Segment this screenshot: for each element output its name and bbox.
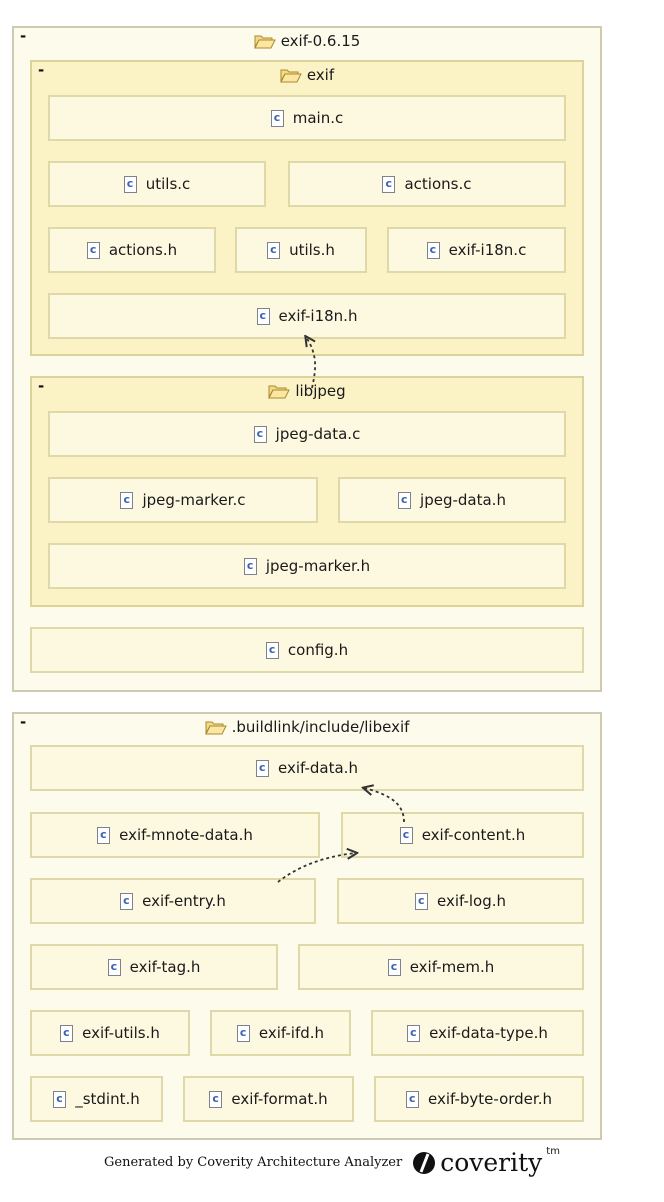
file-label: exif-i18n.c: [448, 241, 527, 259]
collapse-toggle-exif[interactable]: -: [38, 61, 45, 79]
c-source-file-icon: [407, 1024, 421, 1042]
file-label: main.c: [292, 109, 344, 127]
c-source-file-icon: [387, 958, 401, 976]
package-title-buildlink: .buildlink/include/libexif: [14, 718, 600, 736]
c-source-file-icon: [406, 1090, 419, 1108]
file-exif-tag-h[interactable]: exif-tag.h: [30, 944, 278, 990]
package-label: exif: [306, 66, 335, 84]
trademark: tm: [546, 1146, 560, 1157]
generated-by-text: Generated by Coverity Architecture Analy…: [104, 1155, 403, 1170]
file-exif-entry-h[interactable]: exif-entry.h: [30, 878, 316, 924]
open-folder-icon: [268, 385, 291, 399]
collapse-toggle-libjpeg[interactable]: -: [38, 377, 45, 395]
file-label: exif-data-type.h: [429, 1024, 548, 1042]
package-title-exif-0.6.15: exif-0.6.15: [14, 32, 600, 50]
file-exif-content-h[interactable]: exif-content.h: [341, 812, 584, 858]
c-source-file-icon: [399, 826, 413, 844]
file-label: actions.h: [108, 241, 178, 259]
file-exif-mem-h[interactable]: exif-mem.h: [298, 944, 584, 990]
file-label: jpeg-data.h: [420, 491, 506, 509]
file-label: exif-entry.h: [142, 892, 226, 910]
brand-name: coverity: [440, 1148, 543, 1177]
file-exif-byte-order-h[interactable]: exif-byte-order.h: [374, 1076, 584, 1122]
open-folder-icon: [280, 69, 302, 83]
file-label: exif-byte-order.h: [428, 1090, 552, 1108]
file-label: exif-data.h: [278, 759, 358, 777]
file-jpeg-data-h[interactable]: jpeg-data.h: [338, 477, 566, 523]
collapse-toggle-buildlink[interactable]: -: [20, 713, 27, 731]
file-exif-data-h[interactable]: exif-data.h: [30, 745, 584, 791]
package-title-libjpeg: libjpeg: [32, 382, 582, 400]
file-label: exif-i18n.h: [278, 307, 358, 325]
file-actions-h[interactable]: actions.h: [48, 227, 216, 273]
file-jpeg-marker-h[interactable]: jpeg-marker.h: [48, 543, 566, 589]
file-utils-h[interactable]: utils.h: [235, 227, 367, 273]
c-source-file-icon: [270, 109, 284, 127]
c-source-file-icon: [107, 958, 121, 976]
package-label: .buildlink/include/libexif: [231, 718, 410, 736]
package-label: exif-0.6.15: [280, 32, 361, 50]
file-exif-log-h[interactable]: exif-log.h: [337, 878, 584, 924]
open-folder-icon: [253, 35, 276, 49]
file-label: exif-tag.h: [129, 958, 201, 976]
footer: Generated by Coverity Architecture Analy…: [0, 1146, 664, 1177]
c-source-file-icon: [53, 1090, 67, 1108]
file-jpeg-data-c[interactable]: jpeg-data.c: [48, 411, 566, 457]
file-label: utils.h: [289, 241, 335, 259]
file-utils-c[interactable]: utils.c: [48, 161, 266, 207]
c-source-file-icon: [265, 641, 279, 659]
open-folder-icon: [204, 721, 227, 735]
c-source-file-icon: [243, 557, 257, 575]
coverity-brand: coverity tm: [412, 1146, 560, 1177]
file-main-c[interactable]: main.c: [48, 95, 566, 141]
file-exif-format-h[interactable]: exif-format.h: [183, 1076, 354, 1122]
c-source-file-icon: [97, 826, 111, 844]
file-label: _stdint.h: [75, 1090, 140, 1108]
file-label: jpeg-marker.c: [142, 491, 246, 509]
file-exif-i18n-c[interactable]: exif-i18n.c: [387, 227, 566, 273]
file-label: exif-ifd.h: [258, 1024, 325, 1042]
file-label: exif-format.h: [231, 1090, 328, 1108]
file-label: actions.c: [404, 175, 472, 193]
coverity-logo-icon: [413, 1151, 436, 1174]
c-source-file-icon: [253, 425, 267, 443]
file-actions-c[interactable]: actions.c: [288, 161, 566, 207]
c-source-file-icon: [120, 491, 134, 509]
collapse-toggle-exif-0.6.15[interactable]: -: [20, 27, 27, 45]
c-source-file-icon: [256, 307, 270, 325]
c-source-file-icon: [123, 175, 137, 193]
c-source-file-icon: [382, 175, 396, 193]
file-label: exif-utils.h: [82, 1024, 160, 1042]
file-jpeg-marker-c[interactable]: jpeg-marker.c: [48, 477, 318, 523]
c-source-file-icon: [426, 241, 440, 259]
c-source-file-icon: [267, 241, 281, 259]
file-label: exif-content.h: [421, 826, 526, 844]
c-source-file-icon: [209, 1090, 223, 1108]
file-exif-mnote-data-h[interactable]: exif-mnote-data.h: [30, 812, 320, 858]
package-label: libjpeg: [295, 382, 346, 400]
c-source-file-icon: [86, 241, 100, 259]
file-label: exif-mnote-data.h: [119, 826, 253, 844]
c-source-file-icon: [60, 1024, 74, 1042]
c-source-file-icon: [414, 892, 428, 910]
c-source-file-icon: [120, 892, 134, 910]
file-exif-i18n-h[interactable]: exif-i18n.h: [48, 293, 566, 339]
c-source-file-icon: [398, 491, 412, 509]
file-config-h[interactable]: config.h: [30, 627, 584, 673]
c-source-file-icon: [236, 1024, 250, 1042]
file-label: exif-mem.h: [409, 958, 495, 976]
file-label: utils.c: [145, 175, 191, 193]
package-title-exif: exif: [32, 66, 582, 84]
file-stdint-h[interactable]: _stdint.h: [30, 1076, 163, 1122]
file-label: jpeg-marker.h: [265, 557, 371, 575]
file-label: exif-log.h: [436, 892, 507, 910]
file-exif-ifd-h[interactable]: exif-ifd.h: [210, 1010, 351, 1056]
file-exif-data-type-h[interactable]: exif-data-type.h: [371, 1010, 584, 1056]
file-label: jpeg-data.c: [275, 425, 361, 443]
file-label: config.h: [287, 641, 349, 659]
c-source-file-icon: [256, 759, 270, 777]
file-exif-utils-h[interactable]: exif-utils.h: [30, 1010, 190, 1056]
